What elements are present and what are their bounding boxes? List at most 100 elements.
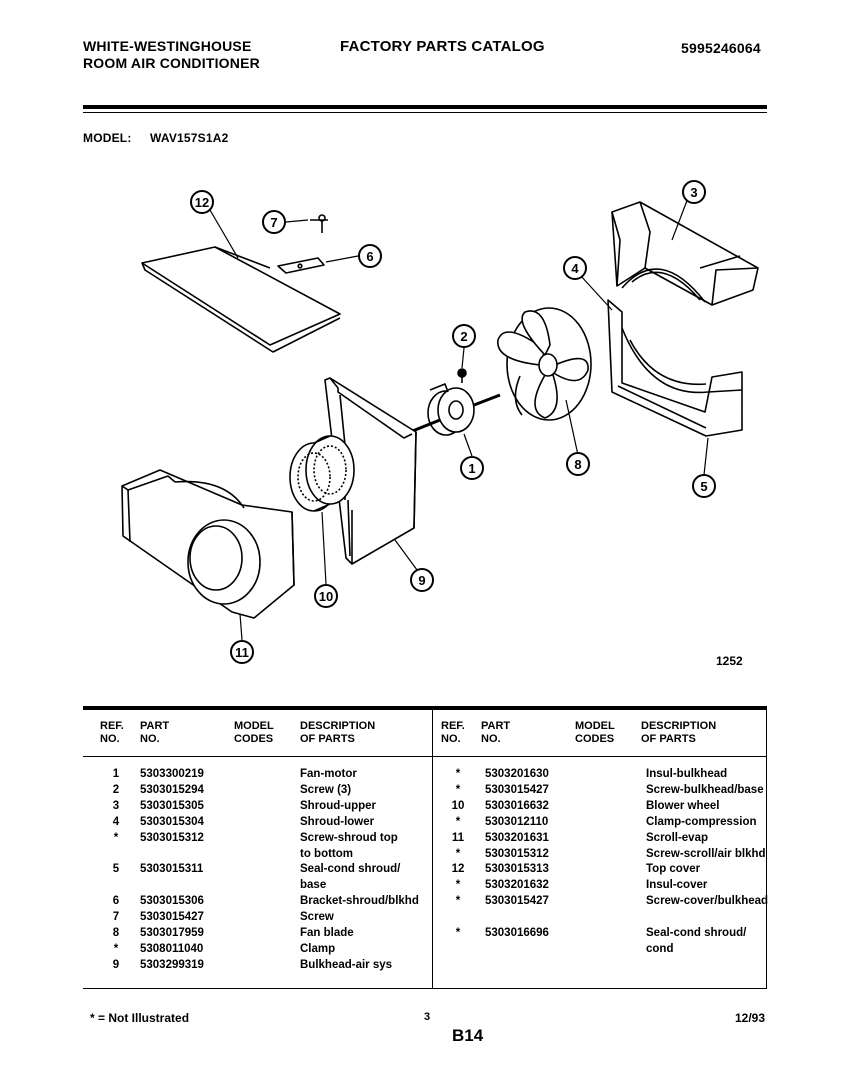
bracket-drawing bbox=[277, 257, 325, 274]
part-number: 5303015427 bbox=[140, 911, 204, 924]
part-number: 5303015312 bbox=[485, 847, 549, 860]
part-ref: * bbox=[113, 831, 119, 844]
header-part-right: PART NO. bbox=[481, 720, 511, 745]
part-description: Screw-bulkhead/base bbox=[646, 783, 764, 796]
part-ref: 11 bbox=[451, 831, 465, 844]
part-description: Fan blade bbox=[300, 927, 354, 939]
screw-drawing bbox=[310, 214, 328, 233]
part-ref: 8 bbox=[112, 927, 120, 939]
part-description: base bbox=[300, 879, 327, 892]
part-ref: 3 bbox=[112, 799, 120, 812]
part-description: Insul-cover bbox=[646, 879, 708, 892]
footer-note: * = Not Illustrated bbox=[90, 1011, 190, 1025]
header-part-left: PART NO. bbox=[140, 720, 170, 745]
part-number: 5303015306 bbox=[140, 895, 204, 908]
callout-4: 4 bbox=[563, 256, 587, 280]
part-ref: 5 bbox=[112, 863, 120, 876]
part-description: Scroll-evap bbox=[646, 831, 708, 844]
blower-wheel-drawing bbox=[289, 435, 355, 512]
part-description: Shroud-lower bbox=[300, 815, 375, 828]
part-ref: * bbox=[455, 895, 461, 908]
part-ref: 10 bbox=[451, 799, 465, 812]
header-desc-right: DESCRIPTION OF PARTS bbox=[641, 720, 717, 745]
model-value: WAV157S1A2 bbox=[150, 131, 229, 145]
part-number: 5303015313 bbox=[485, 863, 549, 876]
part-description: Bulkhead-air sys bbox=[300, 958, 393, 971]
callout-12: 12 bbox=[190, 190, 214, 214]
header-ref-left: REF. NO. bbox=[100, 720, 124, 745]
part-number: 5303015304 bbox=[140, 815, 204, 828]
part-description: Screw-cover/bulkhead bbox=[646, 895, 769, 908]
part-description: Shroud-upper bbox=[300, 799, 377, 812]
callout-9: 9 bbox=[410, 568, 434, 592]
footer-date: 12/93 bbox=[735, 1011, 766, 1025]
header-rule-thick bbox=[83, 105, 767, 109]
part-description: Insul-bulkhead bbox=[646, 768, 728, 780]
callout-10: 10 bbox=[314, 584, 338, 608]
part-number: 5303016632 bbox=[485, 799, 549, 812]
callout-5: 5 bbox=[692, 474, 716, 498]
part-ref: 12 bbox=[451, 863, 465, 876]
table-header-rule bbox=[83, 756, 767, 757]
catalog-title: FACTORY PARTS CATALOG bbox=[340, 38, 545, 55]
part-description: Fan-motor bbox=[300, 768, 357, 780]
header-ref-right: REF. NO. bbox=[441, 720, 465, 745]
bulkhead-drawing bbox=[324, 377, 417, 565]
part-number: 5303012110 bbox=[485, 815, 549, 828]
part-description: Screw-shroud top bbox=[300, 831, 398, 844]
lower-shroud-drawing bbox=[607, 299, 743, 437]
part-description: Screw bbox=[300, 911, 334, 924]
catalog-number: 5995246064 bbox=[681, 40, 761, 56]
part-ref: 1 bbox=[112, 768, 120, 780]
part-ref: * bbox=[455, 927, 461, 939]
part-number: 5303015311 bbox=[140, 863, 204, 876]
part-description: cond bbox=[646, 942, 674, 955]
part-description: Seal-cond shroud/ bbox=[646, 927, 747, 939]
part-number: 5303017959 bbox=[140, 927, 204, 939]
part-number: 5303015294 bbox=[140, 783, 204, 796]
part-ref: * bbox=[113, 942, 119, 955]
callout-1: 1 bbox=[460, 456, 484, 480]
callout-6: 6 bbox=[358, 244, 382, 268]
part-description: Clamp-compression bbox=[646, 815, 757, 828]
part-ref: * bbox=[455, 815, 461, 828]
part-ref: 7 bbox=[112, 911, 120, 924]
part-number: 5303201632 bbox=[485, 879, 549, 892]
exploded-parts-diagram bbox=[121, 197, 759, 641]
callout-8: 8 bbox=[566, 452, 590, 476]
part-number: 5303015427 bbox=[485, 895, 549, 908]
evap-scroll-drawing bbox=[121, 469, 295, 619]
part-ref: 9 bbox=[112, 958, 120, 971]
part-description: Top cover bbox=[646, 863, 701, 876]
part-number: 5303300219 bbox=[140, 768, 204, 780]
header-rule-thin bbox=[83, 112, 767, 113]
part-number: 5303015427 bbox=[485, 783, 549, 796]
part-ref: 2 bbox=[112, 783, 120, 796]
header-desc-left: DESCRIPTION OF PARTS bbox=[300, 720, 376, 745]
table-bottom-rule bbox=[83, 988, 767, 989]
part-description: Screw (3) bbox=[300, 783, 352, 796]
part-number: 5308011040 bbox=[140, 942, 204, 955]
table-top-rule bbox=[83, 706, 767, 710]
part-description: Bracket-shroud/blkhd bbox=[300, 895, 419, 908]
part-description: to bottom bbox=[300, 847, 354, 860]
footer-page-large: B14 bbox=[452, 1026, 484, 1045]
part-description: Blower wheel bbox=[646, 799, 720, 812]
part-ref: * bbox=[455, 847, 461, 860]
callout-2: 2 bbox=[452, 324, 476, 348]
part-number: 5303015305 bbox=[140, 799, 204, 812]
part-number: 5303299319 bbox=[140, 958, 204, 971]
part-ref: 4 bbox=[112, 815, 120, 828]
part-description: Screw-scroll/air blkhd bbox=[646, 847, 766, 860]
fan-motor-drawing bbox=[409, 383, 501, 436]
fan-blade-drawing bbox=[497, 307, 592, 421]
footer-page-small: 3 bbox=[424, 1011, 431, 1023]
part-ref: * bbox=[455, 879, 461, 892]
small-screw-drawing bbox=[457, 368, 467, 383]
upper-shroud-drawing bbox=[611, 201, 759, 306]
header-model-right: MODEL CODES bbox=[575, 720, 615, 745]
part-number: 5303201630 bbox=[485, 768, 549, 780]
part-ref: * bbox=[455, 768, 461, 780]
part-ref: 6 bbox=[112, 895, 120, 908]
part-number: 5303015312 bbox=[140, 831, 204, 844]
